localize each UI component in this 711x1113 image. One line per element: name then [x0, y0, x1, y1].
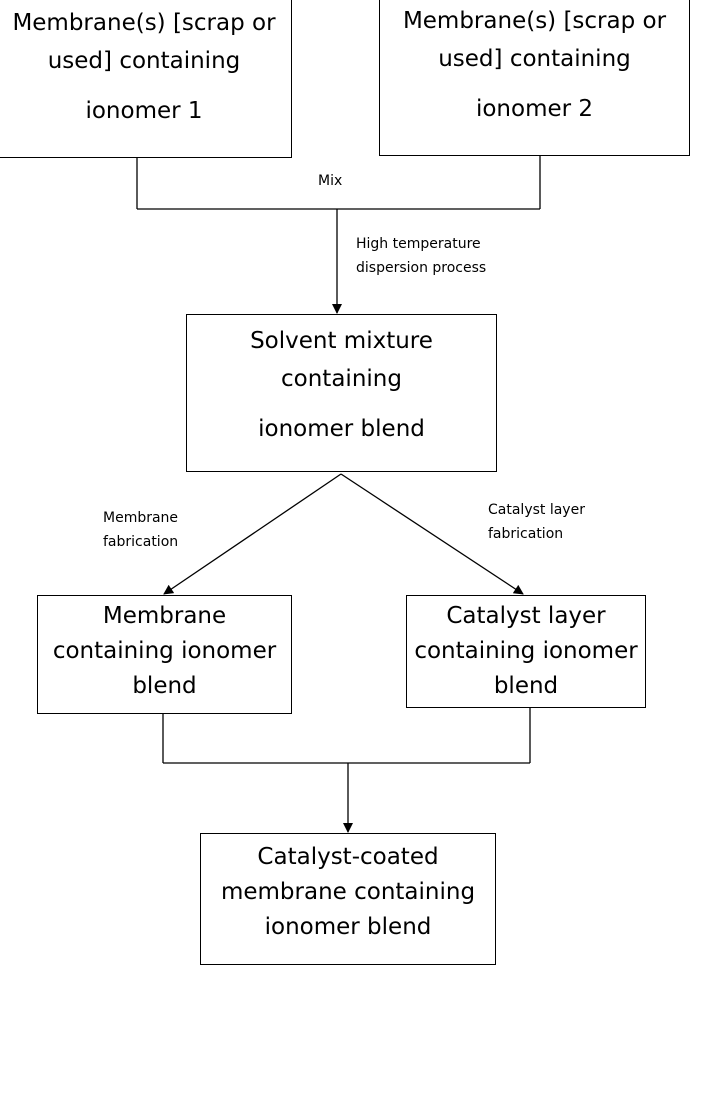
node-text: Catalyst-coated: [201, 840, 495, 875]
label-membrane-fab-line1: Membrane: [103, 506, 178, 530]
node-text: Membrane(s) [scrap or: [380, 2, 689, 40]
node-text: Catalyst layer: [407, 599, 645, 634]
label-catalyst-fabrication: Catalyst layer fabrication: [488, 498, 585, 546]
label-mix: Mix: [318, 169, 342, 193]
node-text: ionomer blend: [201, 910, 495, 945]
node-text: containing ionomer: [38, 634, 291, 669]
label-catalyst-fab-line2: fabrication: [488, 522, 585, 546]
node-solvent-mixture: Solvent mixture containing ionomer blend: [186, 314, 497, 472]
node-text: membrane containing: [201, 875, 495, 910]
node-text: ionomer 2: [380, 90, 689, 128]
label-catalyst-fab-line1: Catalyst layer: [488, 498, 585, 522]
node-text: blend: [407, 669, 645, 704]
label-dispersion-line2: dispersion process: [356, 256, 486, 280]
node-text: Solvent mixture: [187, 322, 496, 360]
node-text: ionomer blend: [187, 410, 496, 448]
node-catalyst-layer: Catalyst layer containing ionomer blend: [406, 595, 646, 708]
node-text: containing: [187, 360, 496, 398]
node-text: containing ionomer: [407, 634, 645, 669]
node-text: used] containing: [0, 42, 291, 80]
node-text: used] containing: [380, 40, 689, 78]
arrow-to-membrane-blend: [164, 474, 341, 594]
node-membrane-ionomer-2: Membrane(s) [scrap or used] containing i…: [379, 0, 690, 156]
node-text: Membrane(s) [scrap or: [0, 4, 291, 42]
label-membrane-fabrication: Membrane fabrication: [103, 506, 178, 554]
node-catalyst-coated-membrane: Catalyst-coated membrane containing iono…: [200, 833, 496, 965]
label-dispersion: High temperature dispersion process: [356, 232, 486, 280]
node-text: Membrane: [38, 599, 291, 634]
label-membrane-fab-line2: fabrication: [103, 530, 178, 554]
node-membrane-ionomer-1: Membrane(s) [scrap or used] containing i…: [0, 0, 292, 158]
node-text: ionomer 1: [0, 92, 291, 130]
label-dispersion-line1: High temperature: [356, 232, 486, 256]
node-membrane-ionomer-blend: Membrane containing ionomer blend: [37, 595, 292, 714]
label-mix-text: Mix: [318, 173, 342, 189]
node-text: blend: [38, 669, 291, 704]
